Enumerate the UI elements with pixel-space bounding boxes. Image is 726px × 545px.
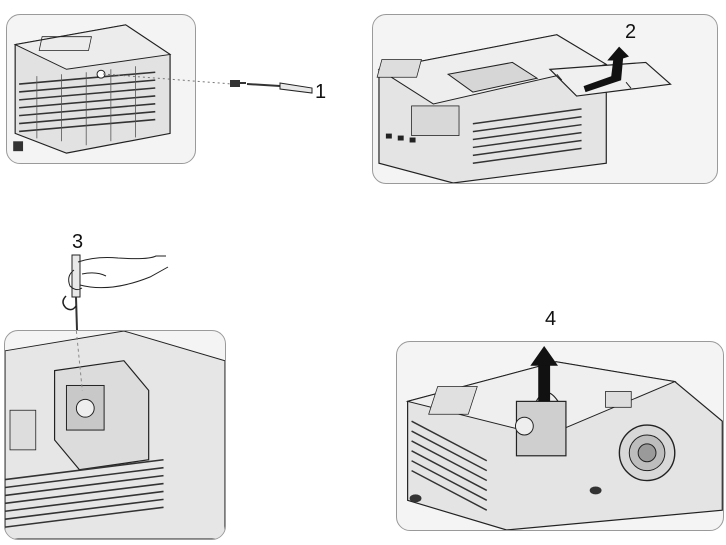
lens-icon xyxy=(618,424,676,482)
step-2-panel xyxy=(372,14,718,184)
up-arrow-icon xyxy=(530,345,559,402)
lamp-bay-opening xyxy=(446,61,539,93)
screwdriver-icon xyxy=(71,254,81,331)
lamp-module-icon xyxy=(514,391,567,457)
step-4-panel xyxy=(396,341,724,531)
step-number-1: 1 xyxy=(315,81,327,103)
rotation-arrow-icon xyxy=(62,295,77,311)
projector-lamp-bay-illustration xyxy=(5,331,225,539)
screwdriver-icon xyxy=(246,82,313,94)
projector-lamp-removal-illustration xyxy=(405,345,723,530)
projector-top-illustration xyxy=(376,34,672,183)
step-number-3: 3 xyxy=(72,231,84,253)
step-3-panel xyxy=(4,330,226,540)
projector-rear-illustration xyxy=(13,24,172,154)
screw-icon xyxy=(230,80,246,87)
step-number-4: 4 xyxy=(545,308,557,330)
screw-hole-icon xyxy=(96,69,106,79)
up-arrow-icon xyxy=(583,46,629,93)
step-number-2: 2 xyxy=(625,21,637,43)
hand-icon xyxy=(68,255,169,291)
step-1-panel xyxy=(6,14,196,164)
